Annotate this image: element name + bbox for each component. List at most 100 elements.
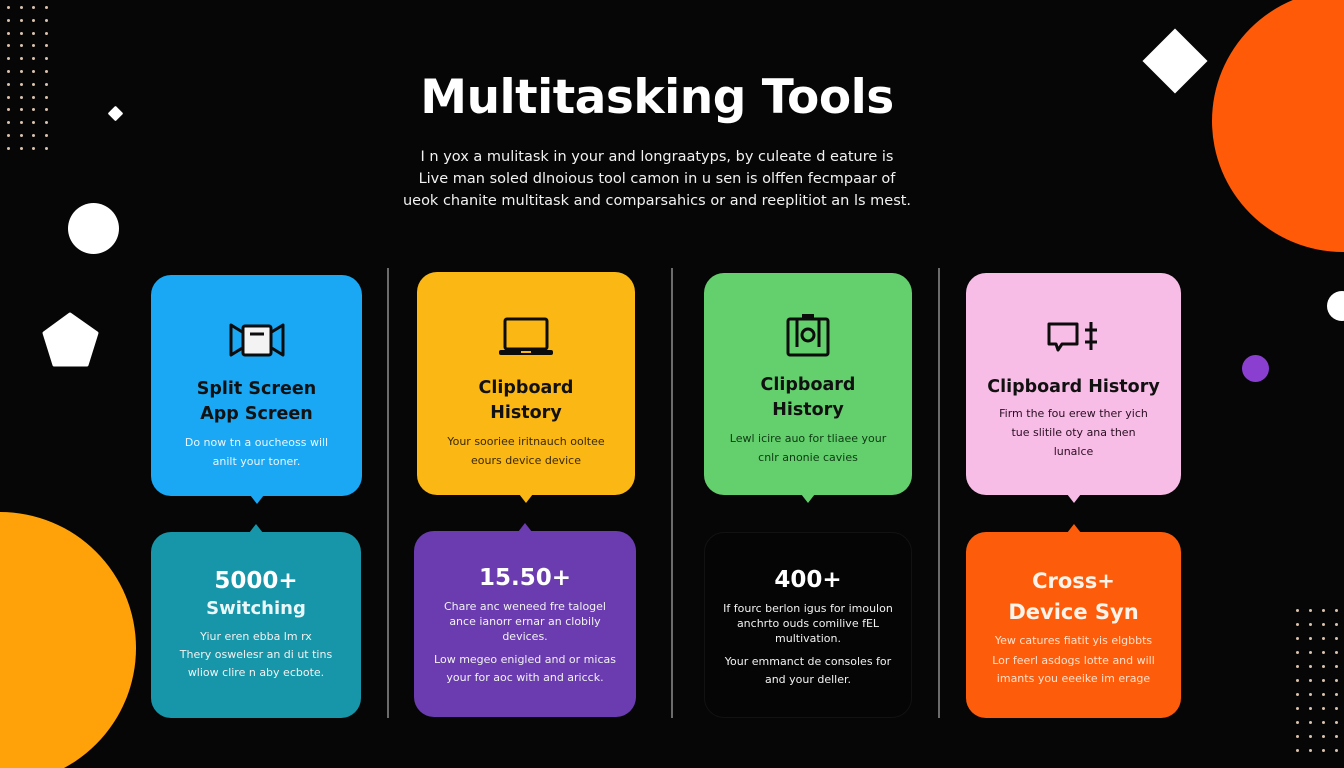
subtitle-line: ueok chanite multitask and comparsahics … — [402, 193, 912, 209]
stat-description-line: Lor feerl asdogs lotte and will — [992, 654, 1155, 667]
grid-dot — [1335, 707, 1338, 710]
grid-dot — [44, 108, 48, 112]
grid-dot — [44, 82, 48, 86]
stat-description-line: devices. — [502, 630, 548, 643]
grid-dot — [1296, 679, 1299, 682]
dot-grid-bottom-right — [1296, 609, 1338, 752]
grid-dot — [1335, 721, 1338, 724]
stat-description-line: If fourc berlon igus for imoulon — [723, 602, 893, 615]
grid-dot — [7, 69, 10, 73]
feature-card-clipboard-history-camera[interactable]: Clipboard History Lewl icire auo for tli… — [704, 273, 912, 503]
card-description-line: Your sooriee iritnauch ooltee — [447, 435, 605, 448]
stat-value: 15.50+ — [478, 565, 572, 591]
stat-description-line: Thery oswelesr an di ut tins — [179, 648, 333, 661]
grid-dot — [32, 18, 35, 22]
grid-dot — [1296, 665, 1299, 668]
grid-dot — [1296, 735, 1299, 738]
grid-dot — [32, 133, 35, 137]
grid-dot — [1335, 735, 1338, 738]
grid-dot — [7, 6, 10, 9]
stat-card-switching[interactable]: 5000+ Switching Yiur eren ebba lm rx The… — [151, 524, 361, 718]
card-title-line: History — [490, 403, 562, 423]
white-half-circle-shape — [1327, 291, 1344, 321]
grid-dot — [19, 69, 23, 73]
grid-dot — [1296, 693, 1299, 696]
card-title-line: Clipboard — [478, 378, 574, 398]
card-description-line: cnlr anonie cavies — [758, 451, 858, 464]
grid-dot — [19, 146, 23, 150]
stat-card-cross-device-sync[interactable]: Cross+ Device Syn Yew catures fiatit yis… — [966, 524, 1181, 718]
grid-dot — [32, 95, 35, 99]
feature-card-clipboard-history-chat[interactable]: Clipboard History Firm the fou erew ther… — [966, 273, 1181, 503]
grid-dot — [1322, 679, 1325, 682]
grid-dot — [7, 82, 10, 86]
feature-card-clipboard-history-laptop[interactable]: Clipboard History Your sooriee iritnauch… — [417, 272, 635, 503]
amber-circle-shape — [0, 512, 136, 768]
grid-dot — [1309, 707, 1312, 710]
white-circle-shape — [68, 203, 119, 254]
dot-grid-top-left — [7, 6, 48, 150]
grid-dot — [1322, 651, 1325, 654]
split-screen-icon — [227, 317, 287, 363]
card-description-line: tue slitile oty ana then — [1011, 426, 1136, 439]
grid-dot — [32, 69, 35, 73]
card-description-line: Do now tn a oucheoss will — [184, 436, 329, 449]
grid-dot — [19, 133, 23, 137]
grid-dot — [1322, 693, 1325, 696]
grid-dot — [32, 121, 35, 125]
grid-dot — [7, 108, 10, 112]
card-pointer — [1066, 494, 1081, 503]
grid-dot — [19, 18, 23, 22]
card-pointer — [518, 523, 532, 532]
card-description-line: anilt your toner. — [212, 455, 301, 468]
grid-dot — [1296, 637, 1299, 640]
grid-dot — [1322, 707, 1325, 710]
grid-dot — [1335, 609, 1338, 612]
grid-dot — [1322, 665, 1325, 668]
column-divider — [671, 268, 673, 718]
grid-dot — [44, 69, 48, 73]
subtitle-line: I n yox a mulitask in your and longraaty… — [420, 149, 894, 165]
grid-dot — [1309, 651, 1312, 654]
stat-description-line: Yew catures fiatit yis elgbbts — [994, 634, 1153, 647]
stat-card-15-50[interactable]: 15.50+ Chare anc weneed fre talogel ance… — [414, 523, 636, 717]
grid-dot — [44, 31, 48, 35]
grid-dot — [1309, 665, 1312, 668]
grid-dot — [19, 31, 23, 35]
stat-card-400[interactable]: 400+ If fourc berlon igus for imoulon an… — [704, 532, 912, 718]
grid-dot — [1309, 749, 1312, 752]
stat-description-line: and your deller. — [764, 673, 852, 686]
grid-dot — [44, 57, 48, 61]
grid-dot — [32, 82, 35, 86]
grid-dot — [1335, 679, 1338, 682]
grid-dot — [1296, 623, 1299, 626]
grid-dot — [1335, 637, 1338, 640]
grid-dot — [1335, 651, 1338, 654]
grid-dot — [32, 57, 35, 61]
grid-dot — [19, 95, 23, 99]
grid-dot — [1322, 749, 1325, 752]
stat-description-line: Your emmanct de consoles for — [724, 655, 892, 668]
grid-dot — [1322, 735, 1325, 738]
stat-description-line: multivation. — [775, 632, 841, 645]
stat-label: Switching — [206, 598, 306, 619]
grid-dot — [44, 18, 48, 22]
stat-value: 400+ — [774, 567, 842, 593]
grid-dot — [44, 133, 48, 137]
column-divider — [938, 268, 940, 718]
grid-dot — [7, 18, 10, 22]
feature-card-split-screen[interactable]: Split Screen App Screen Do now tn a ouch… — [151, 275, 362, 504]
grid-dot — [7, 95, 10, 99]
stat-description-line: Low megeo enigled and or micas — [434, 653, 616, 666]
card-title-line: Split Screen — [196, 379, 317, 399]
subtitle-line: Live man soled dlnoious tool camon in u … — [418, 171, 896, 187]
grid-dot — [1296, 609, 1299, 612]
grid-dot — [1309, 735, 1312, 738]
page-subtitle: I n yox a mulitask in your and longraaty… — [0, 146, 1314, 212]
stat-value: 5000+ — [214, 568, 298, 594]
grid-dot — [7, 133, 10, 137]
grid-dot — [1335, 665, 1338, 668]
grid-dot — [1309, 623, 1312, 626]
stat-description-line: ance ianorr ernar an clobily — [449, 615, 601, 628]
grid-dot — [44, 95, 48, 99]
